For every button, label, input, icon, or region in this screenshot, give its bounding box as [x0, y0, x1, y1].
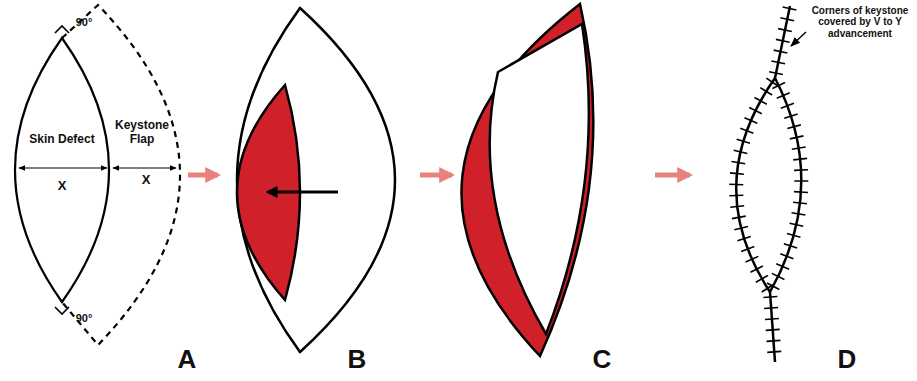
callout-text: Corners of keystone covered by V to Y ad…: [808, 5, 912, 40]
suture-tick: [756, 275, 768, 282]
suture-tick: [746, 256, 759, 262]
suture-lines: [729, 6, 808, 362]
shape-label: Keystone Flap: [110, 119, 174, 147]
advance-arrow: [268, 191, 338, 194]
suture-tick: [755, 97, 767, 104]
suture-tick: [767, 351, 781, 354]
suture-tick: [787, 233, 800, 237]
suture-tick: [740, 128, 753, 133]
suture-tick: [767, 283, 779, 290]
suture-tick: [794, 180, 808, 182]
panel-letter: B: [342, 345, 372, 375]
suture-tick: [765, 318, 779, 321]
suture-tick: [771, 61, 785, 64]
step-arrow: [188, 173, 218, 178]
suture-tick: [790, 136, 804, 139]
angle-label: 90°: [67, 16, 101, 29]
suture-tick: [783, 7, 797, 10]
suture-tick: [780, 18, 794, 21]
suture-tick: [776, 264, 789, 270]
suture-tick: [766, 329, 780, 332]
suture-tick: [792, 147, 806, 149]
shape-outline-path: [62, 5, 180, 345]
suture-tick: [734, 150, 748, 153]
suture-tick: [787, 125, 801, 129]
suture-tick: [784, 114, 797, 118]
suture-tick: [794, 191, 808, 193]
suture-tick: [760, 88, 772, 95]
suture-tick: [731, 161, 745, 163]
right-angle-mark: [55, 307, 69, 314]
suture-tick: [737, 139, 750, 143]
suture-tick: [777, 93, 790, 98]
suture-tick: [750, 266, 762, 272]
leader-arrow: [791, 32, 806, 46]
width-arrow: [19, 167, 107, 168]
suture-tick: [774, 50, 788, 53]
dimension-label: X: [136, 173, 156, 188]
keystone-flap-outline: [237, 8, 395, 352]
dimension-label: X: [52, 179, 72, 194]
shape-outline: [15, 38, 115, 302]
angle-label: 90°: [67, 312, 101, 325]
suture-tick: [766, 78, 778, 86]
shape-outline-path: [15, 38, 109, 302]
advanced-flap-outline: [461, 4, 593, 356]
suture-tick: [776, 39, 790, 42]
suture-tick: [737, 237, 750, 241]
suture-tick: [730, 173, 744, 174]
suture-tick: [749, 107, 762, 113]
suture-tick: [793, 202, 807, 204]
shape-label: Skin Defect: [29, 133, 95, 147]
step-arrow: [420, 173, 452, 178]
suture-tick: [793, 158, 807, 159]
suture-tick: [772, 273, 785, 279]
suture-tick: [767, 340, 781, 343]
suture-tick: [764, 307, 778, 310]
suture-tick: [784, 244, 797, 248]
suture-tick: [741, 247, 754, 252]
suture-tick: [792, 213, 806, 215]
suture-line: [736, 78, 801, 292]
right-angle-mark: [55, 26, 69, 33]
panel-letter: A: [172, 345, 202, 375]
suture-line: [775, 6, 790, 78]
suture-tick: [778, 29, 792, 32]
shape-outline: [62, 5, 180, 345]
suture-tick: [781, 103, 794, 108]
suture-tick: [763, 296, 777, 299]
suture-tick: [732, 216, 746, 219]
skin-defect-shape: Skin DefectX: [15, 38, 115, 302]
suture-tick: [729, 184, 743, 186]
suture-tick: [730, 206, 744, 208]
panel-letter: C: [587, 345, 617, 375]
suture-tick: [744, 118, 757, 124]
suture-tick: [772, 83, 785, 89]
suture-tick: [734, 226, 748, 229]
step-arrow: [655, 173, 690, 178]
keystone-flap-shape: Keystone FlapX: [62, 5, 180, 345]
flap-in-place: [490, 24, 589, 334]
suture-tick: [769, 72, 783, 75]
suture-tick: [794, 169, 808, 171]
width-arrow: [113, 167, 176, 168]
suture-tick: [790, 223, 804, 226]
suture-tick: [729, 194, 743, 196]
suture-tick: [780, 254, 793, 259]
panel-letter: D: [832, 345, 862, 375]
